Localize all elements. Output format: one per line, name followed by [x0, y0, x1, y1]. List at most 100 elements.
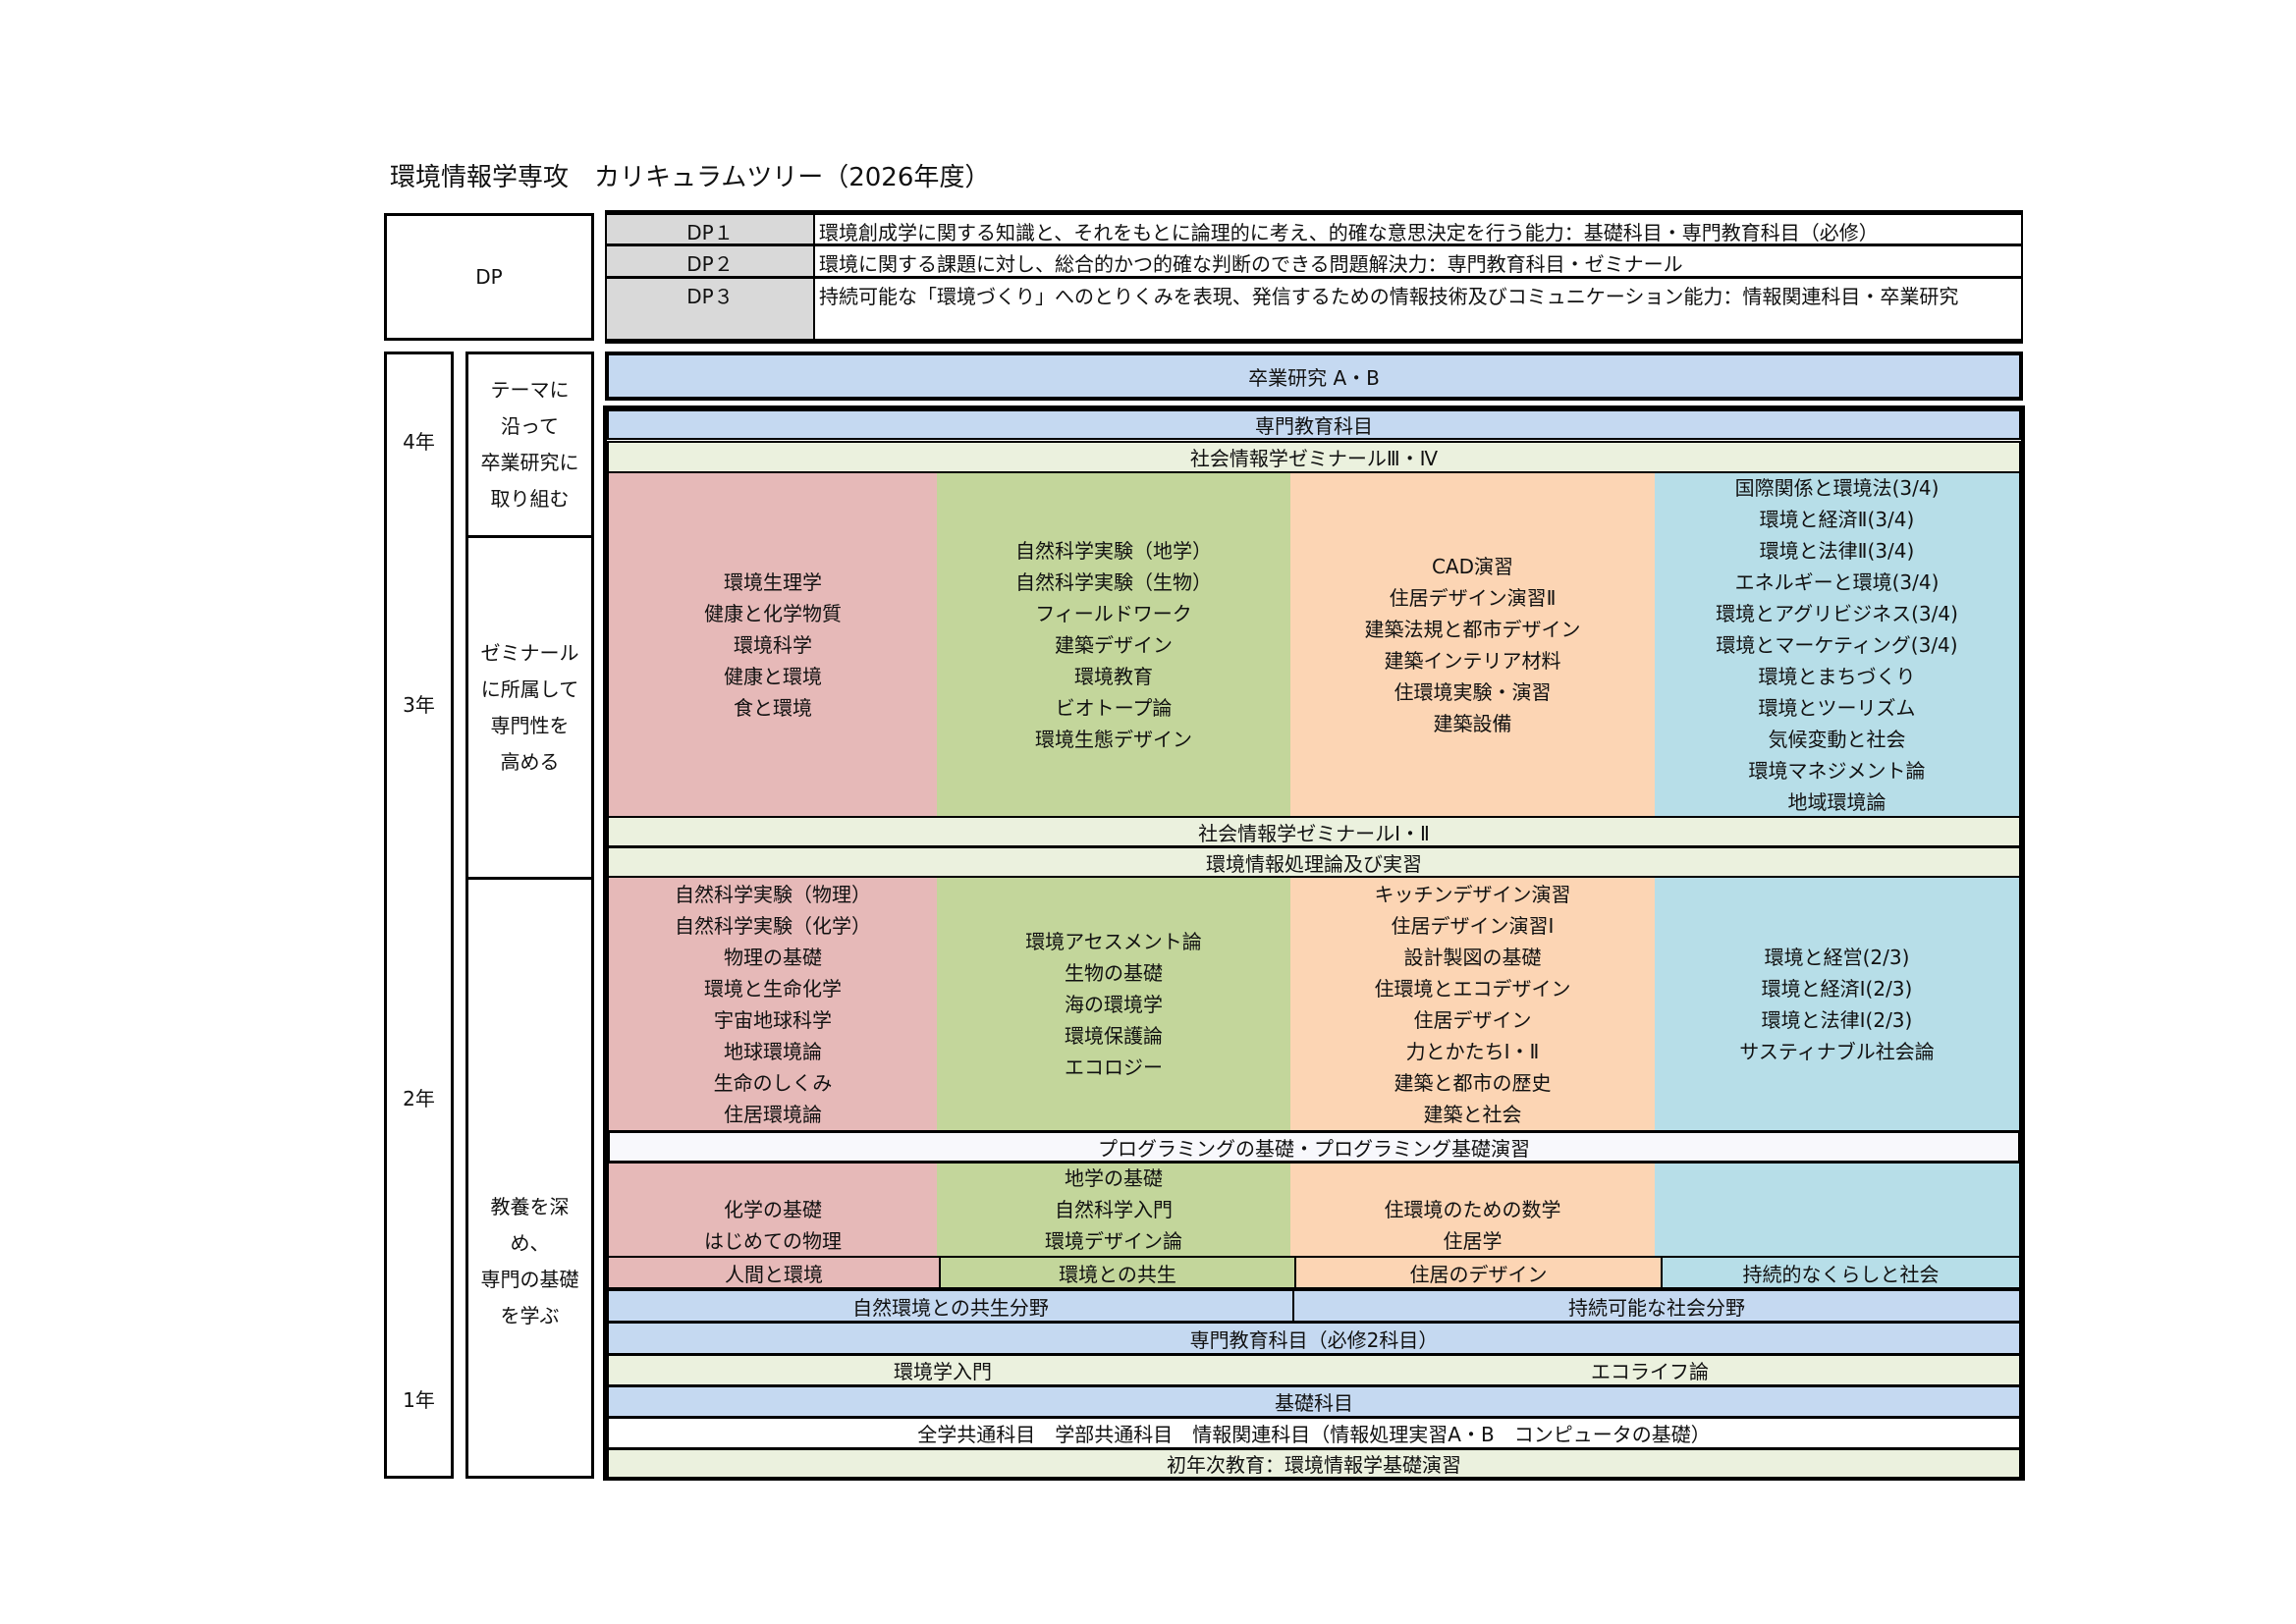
page-title: 環境情報学専攻 カリキュラムツリー（2026年度） — [390, 163, 991, 192]
field-row: 自然環境との共生分野 持続可能な社会分野 — [607, 1289, 2021, 1323]
course-item: 住居環境論 — [724, 1103, 822, 1126]
course-item: 力とかたちⅠ・Ⅱ — [1405, 1040, 1540, 1063]
course-item: 住居デザイン — [1413, 1008, 1532, 1032]
course-item: キッチンデザイン演習 — [1374, 883, 1571, 906]
middle-pink-column: 自然科学実験（物理）自然科学実験（化学）物理の基礎環境と生命化学宇宙地球科学地球… — [609, 878, 937, 1131]
course-item: CAD演習 — [1431, 554, 1514, 578]
course-item: 環境デザイン論 — [1045, 1229, 1182, 1253]
course-item: 自然科学入門 — [1055, 1198, 1173, 1221]
course-item: 建築デザイン — [1055, 632, 1173, 657]
core-pink: 人間と環境 — [607, 1256, 941, 1289]
graduation-research-band: 卒業研究 A・B — [605, 352, 2023, 401]
course-item: 気候変動と社会 — [1768, 727, 1906, 751]
course-item: 生物の基礎 — [1065, 961, 1163, 985]
seminar-12-band: 社会情報学ゼミナールⅠ・Ⅱ — [607, 816, 2021, 847]
dp-text: 持続可能な「環境づくり」へのとりくみを表現、発信するための情報技術及びコミュニケ… — [819, 285, 1959, 308]
dp-id: DP３ — [607, 279, 815, 339]
senmon-band: 専門教育科目 — [607, 409, 2021, 440]
lower-pink-column: 化学の基礎はじめての物理 — [609, 1164, 937, 1257]
dp-id: DP２ — [607, 246, 815, 276]
course-item: 環境とツーリズム — [1758, 695, 1916, 720]
course-item: 食と環境 — [734, 695, 812, 720]
course-item: 環境マネジメント論 — [1748, 758, 1926, 783]
course-item: 宇宙地球科学 — [714, 1008, 832, 1032]
course-item: 化学の基礎 — [724, 1198, 822, 1221]
lower-block: 化学の基礎はじめての物理 地学の基礎自然科学入門環境デザイン論 住環境のための数… — [607, 1164, 2021, 1257]
field-nature: 自然環境との共生分野 — [607, 1289, 1294, 1323]
course-item: はじめての物理 — [704, 1229, 842, 1253]
infoproc-band: 環境情報処理論及び実習 — [607, 846, 2021, 878]
course-item: 生命のしくみ — [713, 1071, 833, 1095]
course-item: 環境とアグリビジネス(3/4) — [1716, 601, 1958, 625]
course-item: 環境と生命化学 — [704, 977, 842, 1001]
course-item: 地球環境論 — [724, 1040, 822, 1063]
senmon-required-band: 専門教育科目（必修2科目） — [607, 1322, 2021, 1355]
first-year-band: 初年次教育：環境情報学基礎演習 — [607, 1448, 2021, 1479]
upper-green-column: 自然科学実験（地学） 自然科学実験（生物） フィールドワーク建築デザイン環境教育ビオ… — [937, 473, 1290, 816]
course-item: 自然科学実験（物理） — [675, 883, 871, 906]
core-row: 人間と環境 環境との共生 住居のデザイン 持続的なくらしと社会 — [607, 1256, 2021, 1289]
course-item: エコロジー — [1065, 1056, 1163, 1079]
course-item: 自然科学実験（生物） — [1015, 569, 1212, 594]
course-item: 環境と法律Ⅰ(2/3) — [1761, 1008, 1913, 1032]
course-item: 自然科学実験（地学） — [1015, 538, 1212, 563]
course-item: 環境アセスメント論 — [1025, 930, 1202, 953]
core-blue: 持続的なくらしと社会 — [1663, 1256, 2021, 1289]
stage-desc-3: ゼミナール に所属して 専門性を 高める — [465, 535, 594, 880]
middle-blue-column: 環境と経営(2/3)環境と経済Ⅰ(2/3)環境と法律Ⅰ(2/3)サスティナブル社… — [1655, 878, 2019, 1131]
course-item: 健康と化学物質 — [704, 601, 842, 625]
course-item: ビオトープ論 — [1055, 695, 1173, 720]
upper-blue-column: 国際関係と環境法(3/4)環境と経済Ⅱ(3/4)環境と法律Ⅱ(3/4)エネルギー… — [1655, 473, 2019, 816]
dp-text: 環境に関する課題に対し、総合的かつ的確な判断のできる問題解決力：専門教育科目・ゼ… — [819, 252, 1683, 276]
course-item: フィールドワーク — [1035, 601, 1192, 625]
course-item: 設計製図の基礎 — [1403, 946, 1542, 969]
course-item: 地域環境論 — [1787, 789, 1886, 814]
middle-green-column: 環境アセスメント論生物の基礎海の環境学環境保護論エコロジー — [937, 878, 1290, 1131]
dp-text: 環境創成学に関する知識と、それをもとに論理的に考え、的確な意思決定を行う能力：基… — [819, 221, 1879, 244]
course-item: 環境と経済Ⅱ(3/4) — [1759, 507, 1915, 531]
course-item: 住居デザイン演習Ⅱ — [1389, 585, 1557, 610]
dp-id: DP１ — [607, 215, 815, 244]
course-item: 環境科学 — [734, 632, 812, 657]
core-green: 環境との共生 — [941, 1256, 1296, 1289]
lower-blue-column — [1655, 1164, 2019, 1257]
course-item: 建築設備 — [1433, 711, 1512, 735]
course-item: 建築と社会 — [1423, 1103, 1522, 1126]
kiso-band: 基礎科目 — [607, 1385, 2021, 1418]
course-item: 環境とマーケティング(3/4) — [1716, 632, 1958, 657]
course-item: 環境生態デザイン — [1035, 727, 1192, 751]
common-courses-band: 全学共通科目 学部共通科目 情報関連科目（情報処理実習A・B コンピュータの基礎… — [607, 1417, 2021, 1449]
course-item: 住居デザイン演習Ⅰ — [1391, 914, 1555, 938]
year-column — [384, 352, 454, 1479]
course-item: 地学の基礎 — [1065, 1166, 1163, 1190]
stage-desc-1-2: 教養を深 め、 専門の基礎 を学ぶ — [465, 877, 594, 1479]
upper-block: 環境生理学健康と化学物質環境科学健康と環境食と環境 自然科学実験（地学）自然科学… — [607, 473, 2021, 816]
course-item: 住環境のための数学 — [1384, 1198, 1561, 1221]
middle-block: 自然科学実験（物理）自然科学実験（化学）物理の基礎環境と生命化学宇宙地球科学地球… — [607, 878, 2021, 1131]
dp-label: DP — [384, 213, 594, 341]
intro-band: 環境学入門 エコライフ論 — [607, 1354, 2021, 1386]
course-item: 住環境実験・演習 — [1394, 679, 1552, 704]
year-2: 2年 — [403, 1087, 435, 1110]
intro-course-left: 環境学入門 — [894, 1360, 992, 1383]
course-item: 環境とまちづくり — [1758, 664, 1916, 688]
field-society: 持続可能な社会分野 — [1294, 1289, 2021, 1323]
year-1: 1年 — [403, 1388, 435, 1412]
course-item: エネルギーと環境(3/4) — [1734, 569, 1940, 594]
programming-band: プログラミングの基礎・プログラミング基礎演習 — [607, 1130, 2021, 1164]
course-item: 環境教育 — [1074, 664, 1153, 688]
year-3: 3年 — [403, 693, 435, 717]
course-item: 国際関係と環境法(3/4) — [1734, 475, 1940, 500]
stage-desc-4: テーマに 沿って 卒業研究に 取り組む — [465, 352, 594, 538]
course-item: 自然科学実験（化学） — [675, 914, 871, 938]
lower-green-column: 地学の基礎自然科学入門環境デザイン論 — [937, 1164, 1290, 1257]
course-item: 住環境とエコデザイン — [1374, 977, 1571, 1001]
year-4: 4年 — [403, 430, 435, 454]
course-item: 環境生理学 — [724, 569, 822, 594]
course-item: 建築法規と都市デザイン — [1364, 617, 1581, 641]
course-item: 住居学 — [1443, 1229, 1503, 1253]
